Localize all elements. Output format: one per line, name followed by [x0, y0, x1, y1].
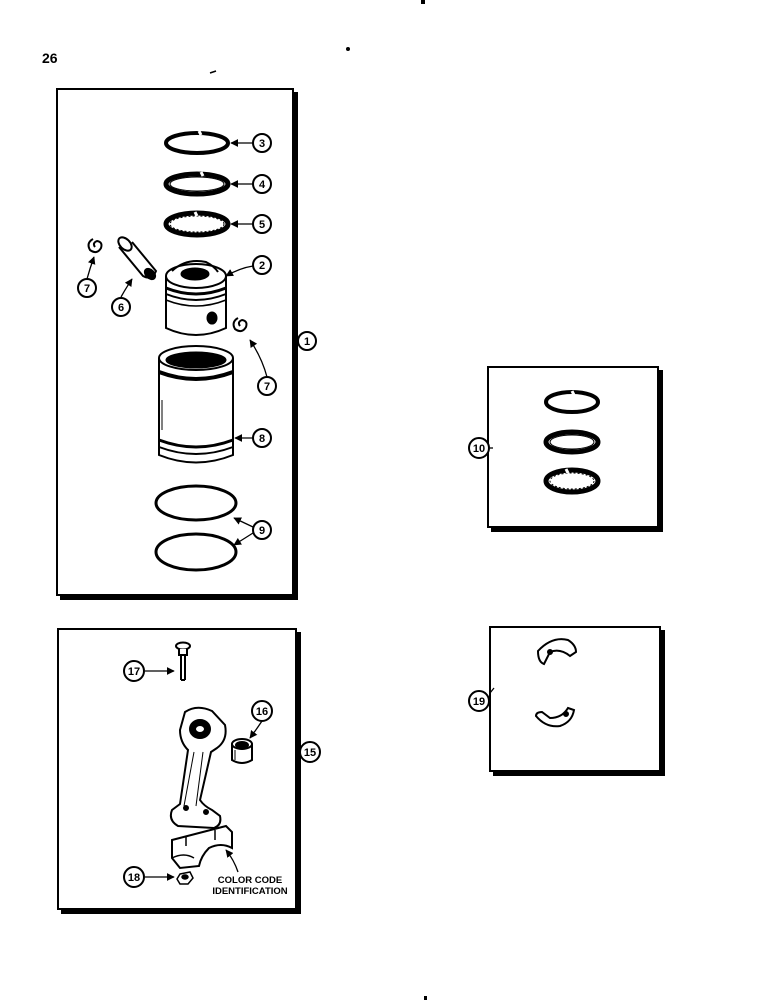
retainer-clip-left: [87, 238, 103, 254]
callout-8: 8: [252, 428, 272, 448]
leader-lines: [86, 139, 300, 546]
svg-text:17: 17: [128, 666, 140, 678]
connecting-rod: [169, 706, 227, 830]
callout-1: 1: [297, 331, 317, 351]
rod-cap: [171, 824, 233, 870]
callout-19: 19: [468, 690, 490, 712]
callout-17: 17: [123, 660, 145, 682]
callout-16: 16: [251, 700, 273, 722]
bearing-upper-half: [536, 638, 578, 666]
color-code-label-line2: IDENTIFICATION: [212, 886, 287, 897]
scan-mark: [346, 47, 350, 51]
piston: [165, 260, 227, 336]
callout-7-left: 7: [77, 278, 97, 298]
rod-nut: [176, 871, 194, 885]
retainer-clip-right: [232, 317, 248, 333]
rod-leader-lines: [145, 667, 300, 881]
bearing-leader-line: [489, 687, 495, 694]
piston-ring-3: [164, 130, 230, 155]
svg-text:19: 19: [473, 696, 485, 708]
cylinder-sleeve: [158, 345, 234, 464]
piston-ring-5: [163, 210, 231, 238]
callout-15: 15: [299, 741, 321, 763]
svg-text:6: 6: [118, 302, 124, 314]
svg-text:10: 10: [473, 443, 485, 455]
svg-text:7: 7: [84, 283, 90, 295]
piston-pin-bushing: [231, 738, 253, 764]
svg-text:18: 18: [128, 872, 140, 884]
svg-text:15: 15: [304, 747, 316, 759]
piston-pin: [117, 236, 158, 281]
page-number: 26: [42, 50, 58, 66]
callout-9: 9: [252, 520, 272, 540]
svg-text:3: 3: [259, 138, 265, 150]
scan-mark: [424, 996, 427, 1000]
callout-6: 6: [111, 297, 131, 317]
ring-set-rings: [543, 390, 601, 495]
callout-5: 5: [252, 214, 272, 234]
callout-4: 4: [252, 174, 272, 194]
scan-mark: [421, 0, 425, 4]
bearing-lower-half: [534, 706, 576, 728]
svg-text:1: 1: [304, 336, 310, 348]
rod-bolt: [175, 641, 191, 681]
color-code-label-line1: COLOR CODE: [218, 875, 282, 886]
callout-3: 3: [252, 133, 272, 153]
scan-mark: [209, 70, 217, 74]
callout-7-right: 7: [257, 376, 277, 396]
svg-text:4: 4: [259, 179, 266, 191]
svg-text:7: 7: [264, 381, 270, 393]
svg-text:5: 5: [259, 219, 265, 231]
piston-ring-4: [163, 171, 231, 197]
svg-text:8: 8: [259, 433, 265, 445]
callout-10: 10: [468, 437, 490, 459]
callout-2: 2: [252, 255, 272, 275]
svg-text:16: 16: [256, 706, 268, 718]
callout-18: 18: [123, 866, 145, 888]
svg-text:2: 2: [259, 260, 265, 272]
svg-text:9: 9: [259, 525, 265, 537]
o-ring-seals: [154, 484, 238, 572]
